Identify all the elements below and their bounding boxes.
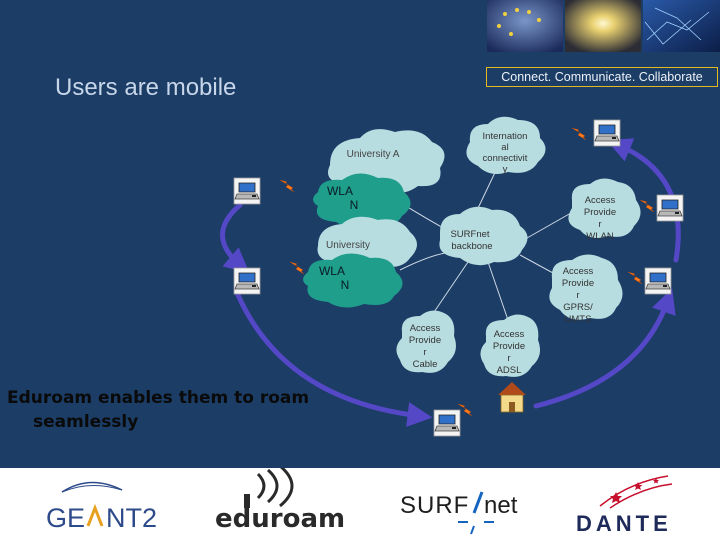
isp-cable-line-2: Provide — [409, 335, 441, 346]
tagline: Connect. Communicate. Collaborate — [486, 67, 718, 87]
university-b-label: University — [326, 240, 370, 251]
isp-adsl-line-1: Access — [494, 329, 525, 340]
isp-wlan-line-3: r — [598, 219, 601, 230]
slide-title: Users are mobile — [55, 74, 237, 101]
isp-wlan-cloud: Access Provide r WLAN — [568, 178, 641, 242]
university-a-label: University A — [347, 149, 400, 160]
isp-cable-line-4: Cable — [413, 359, 438, 370]
isp-adsl-line-4: ADSL — [497, 365, 522, 376]
isp-gprs-line-5: UMTS — [565, 314, 592, 325]
isp-wlan-line-1: Access — [585, 195, 616, 206]
roam-arrow-top-right — [606, 138, 681, 263]
laptop-icon — [433, 409, 461, 437]
wlan-a-line-2: N — [350, 198, 359, 212]
eduroam-logo: eduroam — [215, 464, 345, 534]
isp-gprs-line-1: Access — [563, 266, 594, 277]
laptop-icon — [656, 194, 684, 222]
international-line-4: y — [503, 164, 508, 175]
isp-cable-cloud: Access Provide r Cable — [396, 310, 456, 373]
footer-logo-strip: GE NT2 eduroam SURF net — [46, 464, 673, 536]
isp-gprs-cloud: Access Provide r GPRS/ UMTS — [549, 254, 623, 325]
geant2-text-left: GE — [46, 503, 85, 533]
slide-canvas: Connect. Communicate. Collaborate Users … — [0, 0, 720, 468]
isp-adsl-line-3: r — [507, 353, 510, 364]
isp-wlan-line-2: Provide — [584, 207, 616, 218]
wireless-signal-icon — [279, 179, 295, 193]
wireless-signal-icon — [289, 261, 305, 275]
wlan-b-line-1: WLA — [319, 264, 345, 278]
laptop-icon — [233, 267, 261, 295]
eduroam-text: eduroam — [215, 504, 345, 534]
isp-cable-line-3: r — [423, 347, 426, 358]
wireless-signal-icon — [627, 271, 643, 285]
wlan-b-line-2: N — [341, 278, 350, 292]
backbone-line-2: backbone — [451, 241, 492, 252]
international-line-1: Internation — [483, 131, 528, 142]
geant2-logo: GE NT2 — [46, 481, 157, 533]
caption-line-2: seamlessly — [33, 412, 139, 432]
dante-text: DANTE — [576, 511, 672, 536]
surfnet-logo: SURF net — [400, 491, 518, 535]
caption: Eduroam enables them to roam seamlessly — [7, 386, 337, 434]
backbone-cloud: SURFnet backbone — [439, 206, 528, 266]
laptop-icon — [233, 177, 261, 205]
wireless-signal-icon — [571, 127, 587, 141]
roaming-arrows — [220, 138, 681, 427]
caption-line-1: Eduroam enables them to roam — [7, 388, 310, 408]
wlan-cloud-a: WLA N — [313, 173, 411, 228]
dante-logo: DANTE — [576, 475, 673, 536]
wlan-cloud-b: WLA N — [303, 253, 403, 308]
isp-adsl-line-2: Provide — [493, 341, 525, 352]
international-line-3: connectivit — [483, 153, 528, 164]
surfnet-text-right: net — [484, 492, 518, 519]
wlan-a-line-1: WLA — [327, 184, 353, 198]
laptop-icon — [593, 119, 621, 147]
header-photo-strip — [487, 0, 720, 52]
home-icon — [498, 382, 526, 413]
backbone-line-1: SURFnet — [450, 229, 489, 240]
geant2-text-right: NT2 — [106, 503, 157, 533]
roaming-diagram: University A WLA N Internation al connec… — [220, 116, 684, 437]
isp-gprs-line-2: Provide — [562, 278, 594, 289]
isp-wlan-line-4: WLAN — [586, 231, 614, 242]
isp-cable-line-1: Access — [410, 323, 441, 334]
international-connectivity-cloud: Internation al connectivit y — [466, 116, 546, 175]
footer-logos: GE NT2 eduroam SURF net — [0, 464, 720, 540]
wireless-signal-icon — [639, 199, 655, 213]
roam-arrow-bottom-left — [235, 292, 433, 427]
isp-adsl-cloud: Access Provide r ADSL — [480, 314, 540, 377]
roam-arrow-left — [220, 202, 250, 274]
isp-gprs-line-4: GPRS/ — [563, 302, 593, 313]
international-line-2: al — [501, 142, 508, 153]
laptop-icon — [644, 267, 672, 295]
surfnet-text-left: SURF — [400, 492, 469, 519]
isp-gprs-line-3: r — [576, 290, 579, 301]
roam-arrow-bottom-right — [533, 288, 676, 409]
